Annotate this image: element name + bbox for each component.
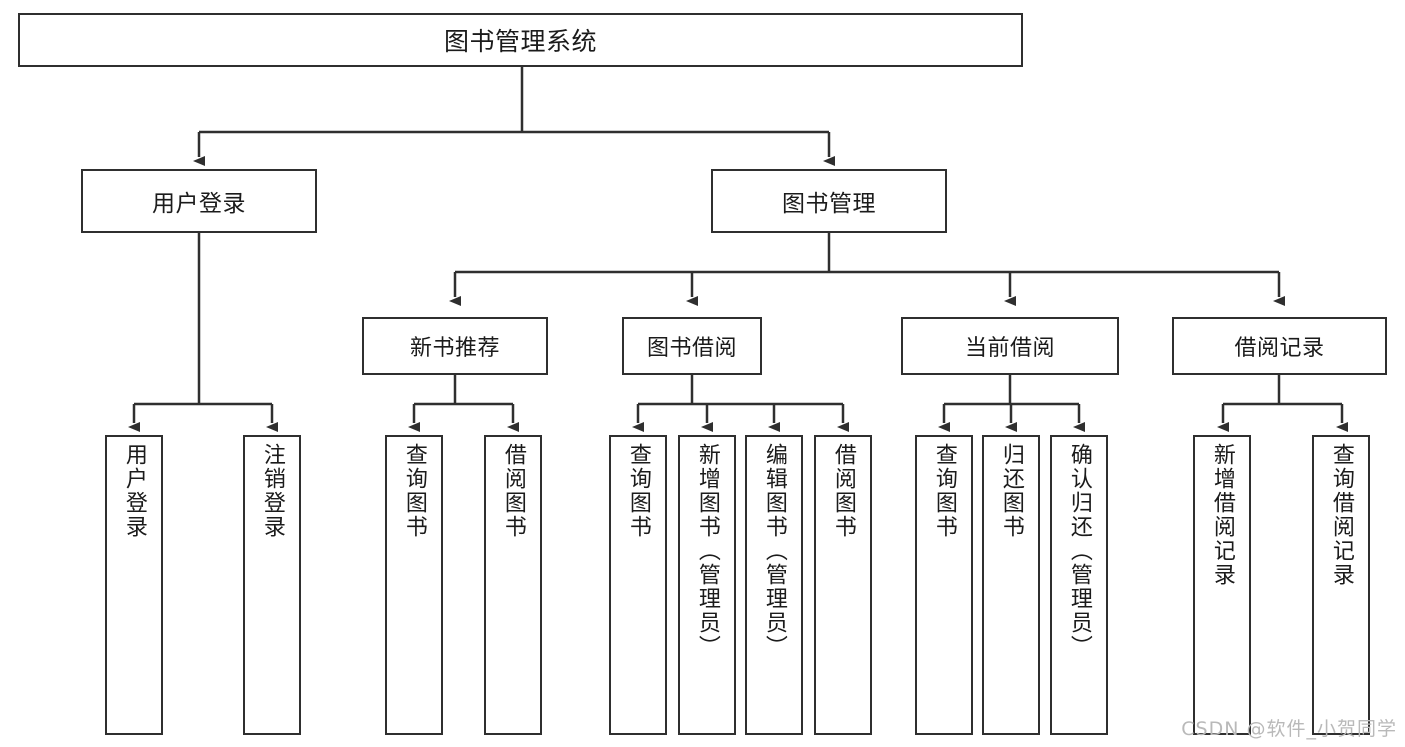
node-label: 图书管理 [782,191,876,217]
node-label: 编辑图书（管理员） [761,443,787,659]
leaf-return-book[interactable]: 归还图书 [982,435,1040,735]
leaf-borrow-book[interactable]: 借阅图书 [814,435,872,735]
leaf-edit-book-admin[interactable]: 编辑图书（管理员） [745,435,803,735]
node-label: 用户登录 [152,191,246,217]
node-borrow-record[interactable]: 借阅记录 [1172,317,1387,375]
node-label: 新增图书（管理员） [694,443,720,659]
node-root-book-management-system[interactable]: 图书管理系统 [18,13,1023,67]
csdn-watermark: CSDN @软件_小贺同学 [1181,718,1397,740]
node-label: 查询图书 [401,443,427,539]
node-label: 用户登录 [121,443,147,539]
leaf-query-book-current[interactable]: 查询图书 [915,435,973,735]
node-label: 新书推荐 [409,336,500,361]
leaf-logout[interactable]: 注销登录 [243,435,301,735]
leaf-query-borrow-record[interactable]: 查询借阅记录 [1312,435,1370,735]
node-label: 查询图书 [931,443,957,539]
node-label: 图书借阅 [646,336,737,361]
node-label: 确认归还（管理员） [1066,443,1092,659]
node-label: 新增借阅记录 [1209,443,1235,587]
node-label: 当前借阅 [964,336,1055,361]
leaf-query-book-recommend[interactable]: 查询图书 [385,435,443,735]
leaf-user-login[interactable]: 用户登录 [105,435,163,735]
leaf-add-borrow-record[interactable]: 新增借阅记录 [1193,435,1251,735]
leaf-query-book-borrow[interactable]: 查询图书 [609,435,667,735]
node-label: 查询图书 [625,443,651,539]
leaf-confirm-return-admin[interactable]: 确认归还（管理员） [1050,435,1108,735]
node-label: 查询借阅记录 [1328,443,1354,587]
leaf-borrow-book-recommend[interactable]: 借阅图书 [484,435,542,735]
node-label: 借阅图书 [830,443,856,539]
node-current-borrow[interactable]: 当前借阅 [901,317,1119,375]
node-book-management[interactable]: 图书管理 [711,169,947,233]
node-label: 归还图书 [998,443,1024,539]
node-label: 注销登录 [259,443,285,539]
node-book-borrow[interactable]: 图书借阅 [622,317,762,375]
node-new-book-recommend[interactable]: 新书推荐 [362,317,548,375]
node-user-login[interactable]: 用户登录 [81,169,317,233]
node-label: 图书管理系统 [443,27,597,56]
node-label: 借阅记录 [1234,336,1325,361]
leaf-add-book-admin[interactable]: 新增图书（管理员） [678,435,736,735]
node-label: 借阅图书 [500,443,526,539]
